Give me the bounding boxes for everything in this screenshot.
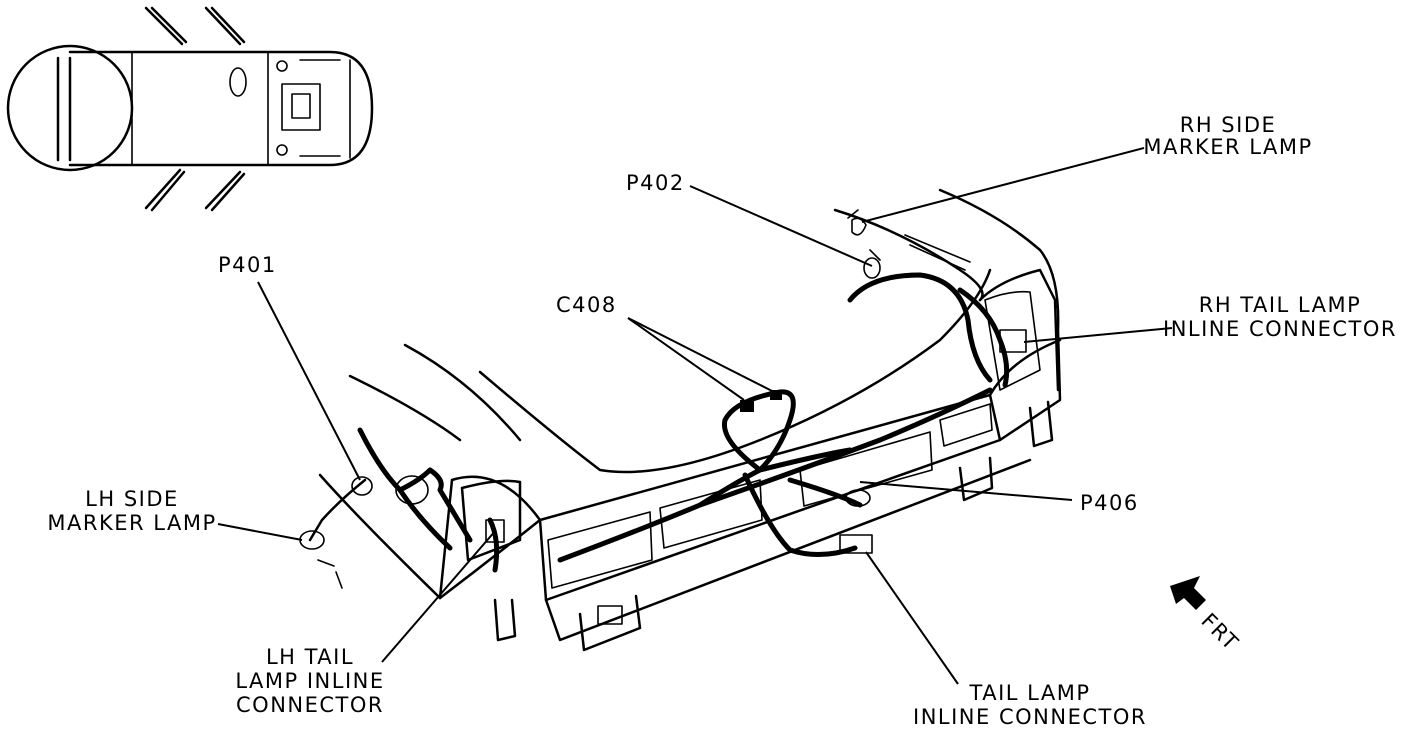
label-p402: P402 bbox=[626, 171, 685, 195]
label-tail-inline-1: TAIL LAMP bbox=[969, 681, 1091, 705]
label-rh-tail-inline-2: INLINE CONNECTOR bbox=[1163, 317, 1397, 341]
label-rh-tail-inline-1: RH TAIL LAMP bbox=[1199, 293, 1362, 317]
label-rh-side-marker-2: MARKER LAMP bbox=[1143, 135, 1312, 159]
vehicle-rear-body bbox=[318, 188, 1062, 652]
front-direction-arrow-icon: FRT bbox=[1170, 576, 1243, 656]
label-lh-tail-inline-2: LAMP INLINE bbox=[235, 669, 384, 693]
label-c408: C408 bbox=[556, 293, 617, 317]
label-lh-tail-inline-3: CONNECTOR bbox=[236, 693, 384, 717]
frt-label: FRT bbox=[1196, 609, 1243, 656]
label-lh-side-marker-2: MARKER LAMP bbox=[47, 511, 216, 535]
vehicle-locator-view bbox=[6, 6, 374, 212]
label-lh-side-marker-1: LH SIDE bbox=[85, 487, 179, 511]
label-rh-side-marker-1: RH SIDE bbox=[1180, 113, 1277, 137]
label-tail-inline-2: INLINE CONNECTOR bbox=[913, 705, 1147, 729]
wiring-harness bbox=[299, 209, 1027, 589]
label-p406: P406 bbox=[1080, 491, 1139, 515]
leader-lines bbox=[217, 147, 1173, 685]
label-p401: P401 bbox=[218, 253, 277, 277]
label-lh-tail-inline-1: LH TAIL bbox=[266, 645, 354, 669]
